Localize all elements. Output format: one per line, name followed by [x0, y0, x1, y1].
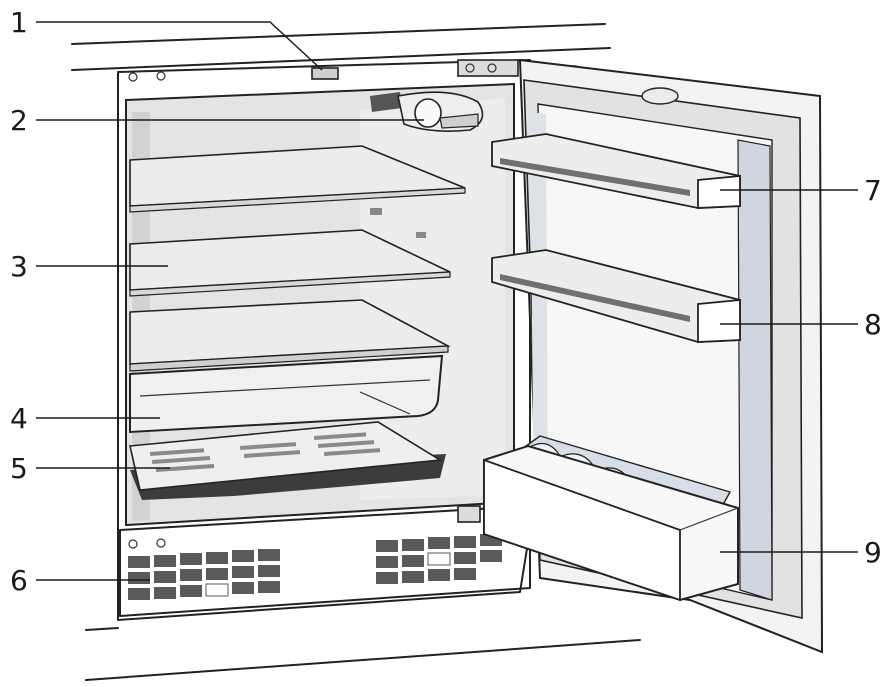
callout-1: 1 — [10, 6, 28, 39]
callout-7: 7 — [864, 174, 882, 207]
drawer-cover-glass — [129, 421, 446, 500]
ventilation-grille — [128, 534, 502, 600]
callout-8: 8 — [864, 308, 882, 341]
glass-shelf — [129, 145, 466, 372]
callout-4: 4 — [10, 402, 28, 435]
callout-2: 2 — [10, 104, 28, 137]
bottle-rack — [483, 435, 739, 602]
callout-labels: 1 2 3 4 5 6 7 8 9 — [10, 6, 882, 597]
callout-leaders — [36, 21, 858, 581]
callout-6: 6 — [10, 564, 28, 597]
callout-9: 9 — [864, 536, 882, 569]
door-shelf-lower — [491, 249, 741, 343]
cabinet-context — [71, 23, 641, 681]
crisper-drawer — [129, 354, 444, 434]
door-shelf-upper — [491, 133, 741, 209]
callout-5: 5 — [10, 452, 28, 485]
control-switch — [311, 67, 339, 80]
callout-3: 3 — [10, 250, 28, 283]
